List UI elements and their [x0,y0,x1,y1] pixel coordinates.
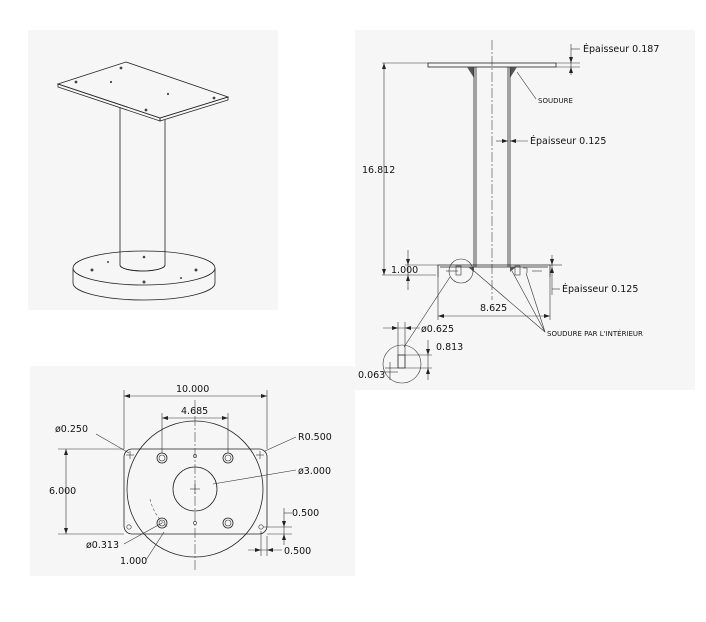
slot-detail: ø0.625 0.813 0.063 [358,322,463,384]
plate-view: 10.000 4.685 ø0.250 R0.500 ø3.000 6.000 … [49,384,332,570]
elev-detail-circle [448,258,474,284]
elev-top-weld-right [510,67,517,78]
bolt-offset-label: 1.000 [120,556,147,567]
base-height-dim-label: 1.000 [391,265,418,276]
elevation-view: 16.812 1.000 Épaisseur 0.187 SOUDURE Épa… [362,40,659,348]
weld-label: SOUDURE [538,97,573,105]
bolt-holes [156,452,234,529]
corner-hole-marks [126,451,264,459]
base-width-dim-label: 8.625 [480,303,507,314]
iso-column [119,108,166,265]
detail-width-label: 0.063 [358,370,385,381]
edge-offset-x-label: 0.500 [284,546,311,557]
inner-weld-label: SOUDURE PAR L'INTÉRIEUR [547,329,643,338]
plate-height-label: 6.000 [49,486,76,497]
iso-view-panel [28,30,278,310]
detail-circle [382,344,422,384]
elev-top-plate [427,62,557,68]
isometric-view [56,61,230,301]
hole-spacing-label: 4.685 [181,406,208,417]
tube-thickness-label: Épaisseur 0.125 [530,135,606,147]
plate-outline [123,448,268,535]
detail-height-label: 0.813 [436,342,463,353]
edge-offset-y-label: 0.500 [292,508,319,519]
top-thickness-label: Épaisseur 0.187 [583,43,659,55]
detail-hole-dia-label: ø0.625 [421,324,454,335]
bolt-hole-dia-label: ø0.313 [86,540,119,551]
elev-base [437,264,551,277]
height-dim-label: 16.812 [362,165,395,176]
elevation-view-panel [355,30,695,390]
base-thickness-label: Épaisseur 0.125 [562,283,638,295]
plate-width-label: 10.000 [176,384,209,395]
corner-radius-label: R0.500 [298,432,332,443]
plate-view-panel [30,366,355,576]
elev-top-weld-left [467,67,474,78]
center-hole-dia-label: ø3.000 [298,466,331,477]
corner-hole-dia-label: ø0.250 [55,424,88,435]
